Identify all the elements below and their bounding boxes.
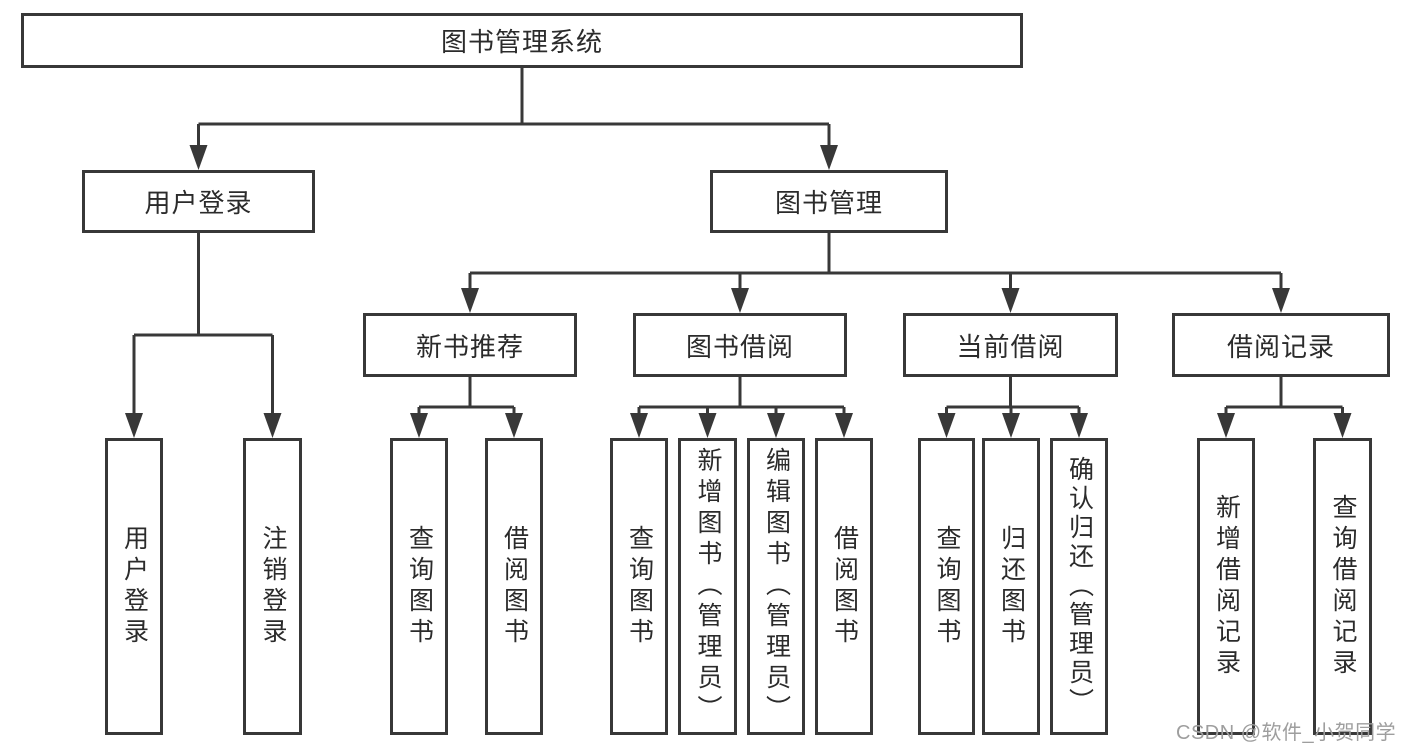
csdn-watermark: CSDN @软件_小贺同学 [1176, 722, 1397, 744]
leaf-edit-book-admin-label: 编辑图书（管理员） [762, 447, 791, 726]
leaf-add-borrow-record-label: 新增借阅记录 [1212, 493, 1241, 680]
leaf-return-book: 归还图书 [982, 438, 1040, 735]
arrowhead [263, 413, 282, 438]
leaf-borrow-query-book-label: 查询图书 [625, 524, 654, 649]
node-new-book-recommend: 新书推荐 [363, 313, 577, 377]
leaf-add-book-admin-label: 新增图书（管理员） [694, 447, 722, 726]
arrowhead [731, 288, 749, 313]
arrowhead [1070, 413, 1088, 438]
node-new-book-recommend-label: 新书推荐 [415, 331, 524, 362]
node-user-login: 用户登录 [82, 170, 315, 233]
arrowhead [1333, 413, 1352, 438]
arrowhead [937, 413, 956, 438]
leaf-current-query-book: 查询图书 [918, 438, 975, 735]
arrowhead [125, 413, 143, 438]
node-root: 图书管理系统 [21, 13, 1023, 68]
leaf-user-login: 用户登录 [105, 438, 163, 735]
leaf-recommend-borrow-book-label: 借阅图书 [500, 524, 529, 649]
node-root-label: 图书管理系统 [440, 27, 603, 57]
leaf-confirm-return-admin: 确认归还（管理员） [1050, 438, 1108, 735]
arrowhead [189, 145, 208, 170]
leaf-edit-book-admin: 编辑图书（管理员） [747, 438, 805, 735]
node-user-login-label: 用户登录 [144, 188, 253, 218]
node-book-manage-label: 图书管理 [774, 188, 883, 218]
leaf-borrow-book-label: 借阅图书 [830, 524, 859, 649]
arrowhead [767, 413, 785, 438]
leaf-confirm-return-admin-label: 确认归还（管理员） [1065, 456, 1094, 717]
node-book-manage: 图书管理 [710, 170, 948, 233]
leaf-query-borrow-record-label: 查询借阅记录 [1329, 493, 1357, 680]
leaf-add-borrow-record: 新增借阅记录 [1197, 438, 1255, 735]
arrowhead [820, 145, 838, 170]
leaf-recommend-query-book-label: 查询图书 [405, 524, 434, 649]
leaf-add-book-admin: 新增图书（管理员） [678, 438, 737, 735]
node-current-borrow-label: 当前借阅 [956, 331, 1065, 362]
arrowhead [505, 413, 523, 438]
leaf-user-login-label: 用户登录 [120, 524, 149, 649]
leaf-borrow-book: 借阅图书 [815, 438, 873, 735]
node-book-borrow: 图书借阅 [633, 313, 847, 377]
arrowhead [698, 413, 717, 438]
arrowhead [410, 413, 428, 438]
leaf-return-book-label: 归还图书 [997, 524, 1026, 649]
leaf-logout: 注销登录 [243, 438, 302, 735]
node-book-borrow-label: 图书借阅 [685, 331, 794, 362]
arrowheads [125, 145, 1352, 438]
leaf-query-borrow-record: 查询借阅记录 [1313, 438, 1372, 735]
arrowhead [1217, 413, 1235, 438]
arrowhead [630, 413, 648, 438]
arrowhead [461, 288, 479, 313]
leaf-recommend-query-book: 查询图书 [390, 438, 448, 735]
node-borrow-record: 借阅记录 [1172, 313, 1390, 377]
leaf-logout-label: 注销登录 [259, 524, 287, 649]
arrowhead [1272, 288, 1290, 313]
arrowhead [835, 413, 853, 438]
node-current-borrow: 当前借阅 [903, 313, 1118, 377]
arrowhead [1002, 413, 1020, 438]
leaf-recommend-borrow-book: 借阅图书 [485, 438, 543, 735]
leaf-borrow-query-book: 查询图书 [610, 438, 668, 735]
leaf-current-query-book-label: 查询图书 [933, 524, 961, 649]
node-borrow-record-label: 借阅记录 [1226, 331, 1335, 362]
arrowhead [1001, 288, 1020, 313]
